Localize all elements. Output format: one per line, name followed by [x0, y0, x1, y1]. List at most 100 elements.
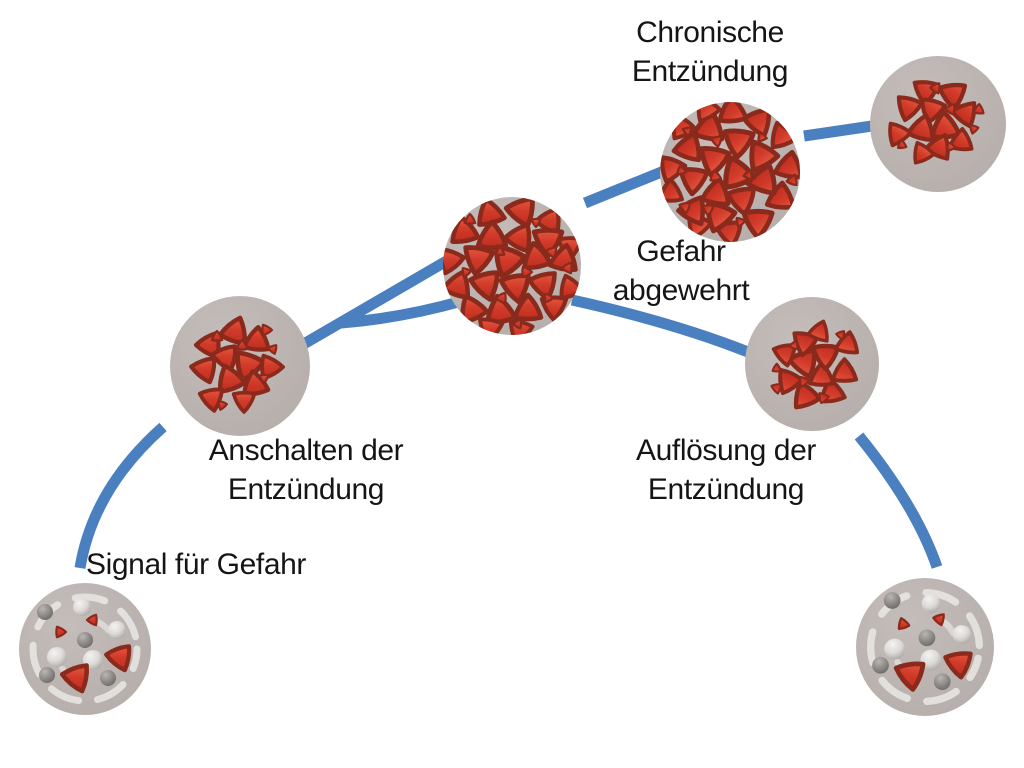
label-aufloesung-der-entzuendung: Auflösung der Entzündung [636, 434, 816, 506]
red-danger-cell [267, 344, 278, 355]
red-danger-cell [793, 380, 822, 410]
red-danger-cell [835, 330, 846, 341]
red-danger-cell [830, 357, 859, 383]
red-danger-cell [723, 155, 757, 190]
immune-sphere-dark [100, 670, 116, 686]
label-gefahr-abgewehrt: Gefahr abgewehrt [612, 235, 750, 307]
immune-sphere-light [47, 647, 67, 667]
red-danger-cell [258, 373, 270, 385]
red-danger-cell [502, 222, 532, 254]
membrane-streaks [867, 589, 983, 705]
red-danger-cell [545, 246, 558, 259]
red-danger-cell [771, 362, 782, 373]
red-danger-cell [189, 356, 217, 385]
red-danger-cell [217, 400, 228, 411]
red-danger-cell [896, 139, 908, 150]
red-danger-cell [260, 353, 285, 381]
red-danger-cell [463, 245, 496, 277]
red-danger-cell [531, 227, 565, 259]
red-danger-cell [503, 197, 535, 229]
red-danger-cell [778, 367, 804, 396]
red-danger-cell [785, 173, 798, 187]
red-danger-cell [745, 163, 777, 196]
red-danger-cell [972, 102, 985, 115]
cell-node-peak-cell [443, 197, 581, 335]
red-danger-cell [946, 141, 957, 152]
red-danger-cell [950, 101, 977, 129]
cell-node-resolution-cell [745, 297, 879, 431]
red-danger-cell [749, 139, 781, 173]
red-danger-cell [512, 292, 544, 322]
red-danger-cell [522, 240, 553, 270]
red-danger-cell [511, 318, 523, 330]
red-danger-cell [210, 344, 238, 373]
red-danger-cell [678, 167, 710, 197]
red-danger-cell [937, 82, 968, 111]
connector-peak-to-resolution [570, 294, 751, 358]
red-danger-cell [705, 200, 738, 234]
immune-sphere-dark [39, 667, 55, 683]
immune-sphere-light [920, 649, 942, 671]
red-danger-cell [660, 155, 688, 184]
red-danger-cell [722, 128, 756, 160]
immune-sphere-dark [37, 604, 53, 620]
red-danger-cell [757, 131, 768, 143]
red-danger-cell [806, 319, 829, 343]
red-danger-cell [725, 186, 756, 217]
red-danger-cell [770, 383, 783, 395]
red-danger-cell [700, 176, 731, 207]
red-danger-cell [897, 617, 911, 631]
red-danger-cell [710, 135, 723, 148]
connector-signal-to-activation [74, 422, 167, 569]
red-danger-cell [906, 113, 935, 143]
red-danger-cell [527, 271, 557, 301]
red-danger-cell [460, 294, 490, 325]
red-danger-cell [709, 169, 723, 182]
red-danger-cell [671, 131, 702, 163]
red-danger-cell [494, 245, 506, 257]
immune-sphere-light [884, 638, 906, 660]
red-danger-cell [772, 149, 800, 180]
immune-sphere-light [108, 621, 126, 639]
red-danger-cell [735, 216, 747, 228]
red-danger-cell [701, 204, 715, 217]
red-danger-cell [943, 103, 956, 116]
red-danger-cell [231, 390, 257, 414]
red-danger-cell [530, 217, 542, 229]
label-chronische-entzuendung: Chronische Entzündung [631, 16, 789, 88]
red-danger-cell [261, 323, 274, 337]
immune-sphere-dark [918, 629, 936, 647]
immune-sphere-dark [872, 656, 889, 674]
red-danger-cell [676, 164, 688, 176]
red-danger-cell [450, 214, 481, 244]
red-danger-cell [242, 325, 271, 352]
membrane-streaks [29, 593, 141, 705]
red-danger-cell [808, 361, 836, 387]
cell-node-resolved-cell [856, 578, 994, 716]
red-danger-cell [443, 247, 466, 276]
red-danger-cell [498, 273, 531, 305]
connector-activation-to-peak [299, 247, 465, 350]
immune-sphere-dark [883, 592, 901, 609]
red-danger-cell [741, 107, 772, 138]
red-danger-cell [698, 146, 732, 178]
label-anschalten-der-entzuendung: Anschalten der Entzündung [208, 434, 404, 506]
tissue-circle [856, 578, 994, 716]
red-danger-cell [210, 329, 224, 342]
red-danger-cell [893, 661, 926, 692]
label-signal-fuer-gefahr: Signal für Gefahr [86, 548, 306, 581]
red-danger-cell [913, 140, 936, 165]
red-danger-cell [443, 269, 470, 300]
red-danger-cell [788, 339, 799, 351]
connector-chronic-to-chronic-end [803, 120, 873, 142]
red-danger-cell [218, 363, 248, 394]
red-danger-cell [818, 392, 830, 405]
red-danger-cell [943, 651, 973, 680]
cell-node-chronic-end-cell [870, 56, 1006, 192]
red-danger-cell [468, 270, 500, 302]
immune-sphere-light [952, 625, 972, 644]
red-danger-cell [896, 95, 924, 123]
red-danger-cell [560, 261, 573, 275]
red-danger-cell [235, 338, 249, 351]
